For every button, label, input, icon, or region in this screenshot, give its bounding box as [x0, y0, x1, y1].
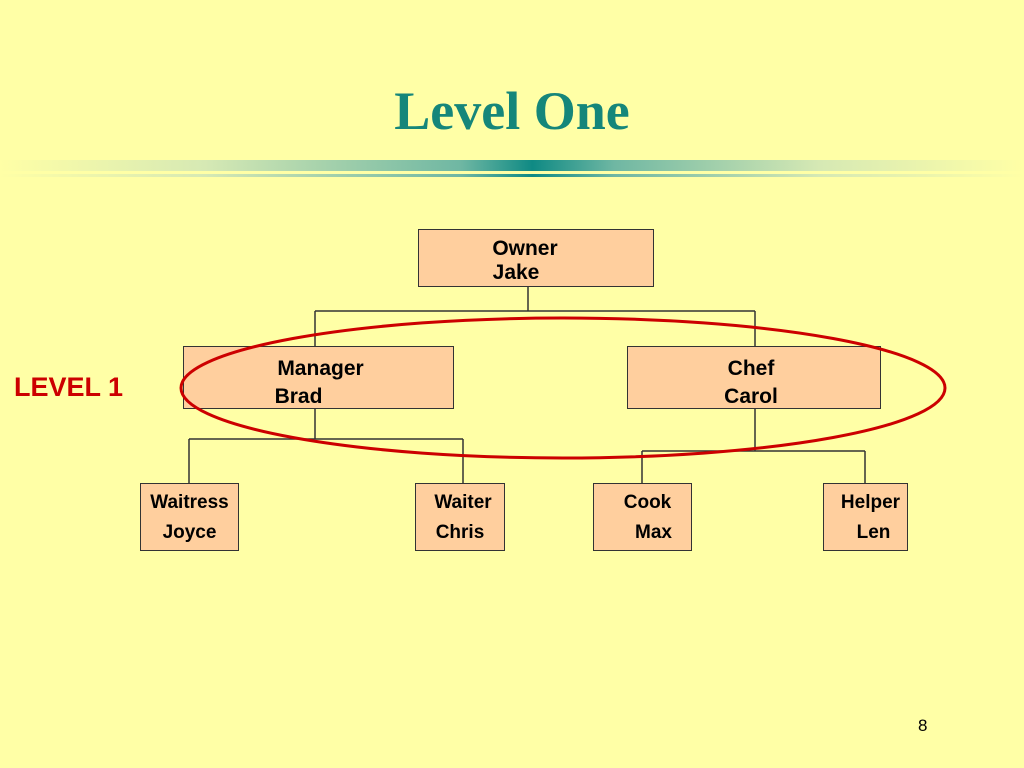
node-owner-name: Jake	[492, 261, 540, 284]
node-waiter-name: Chris	[435, 522, 485, 543]
node-waiter-role: Waiter	[434, 492, 492, 513]
node-owner: Owner Jake	[418, 229, 654, 287]
node-cook-name: Max	[635, 522, 672, 543]
node-manager: Manager Brad	[183, 346, 454, 409]
node-manager-name: Brad	[274, 385, 323, 408]
node-cook-role: Cook	[623, 492, 672, 513]
node-helper: Helper Len	[823, 483, 908, 551]
node-chef-role: Chef	[727, 357, 775, 380]
node-helper-name: Len	[856, 522, 891, 543]
node-manager-role: Manager	[277, 357, 364, 380]
node-waitress-role: Waitress	[150, 492, 229, 513]
page-number: 8	[918, 716, 928, 735]
title-divider	[0, 160, 1024, 171]
node-helper-role: Helper	[840, 492, 901, 513]
node-owner-role: Owner	[492, 237, 558, 260]
node-cook: Cook Max	[593, 483, 692, 551]
node-waitress: Waitress Joyce	[140, 483, 239, 551]
level1-highlight-ellipse	[179, 316, 947, 460]
node-chef: Chef Carol	[627, 346, 881, 409]
node-waiter: Waiter Chris	[415, 483, 505, 551]
slide-title: Level One	[394, 81, 630, 141]
node-waitress-name: Joyce	[162, 522, 217, 543]
title-divider-thin	[0, 174, 1024, 177]
node-chef-name: Carol	[724, 385, 778, 408]
level-label: LEVEL 1	[14, 372, 124, 402]
